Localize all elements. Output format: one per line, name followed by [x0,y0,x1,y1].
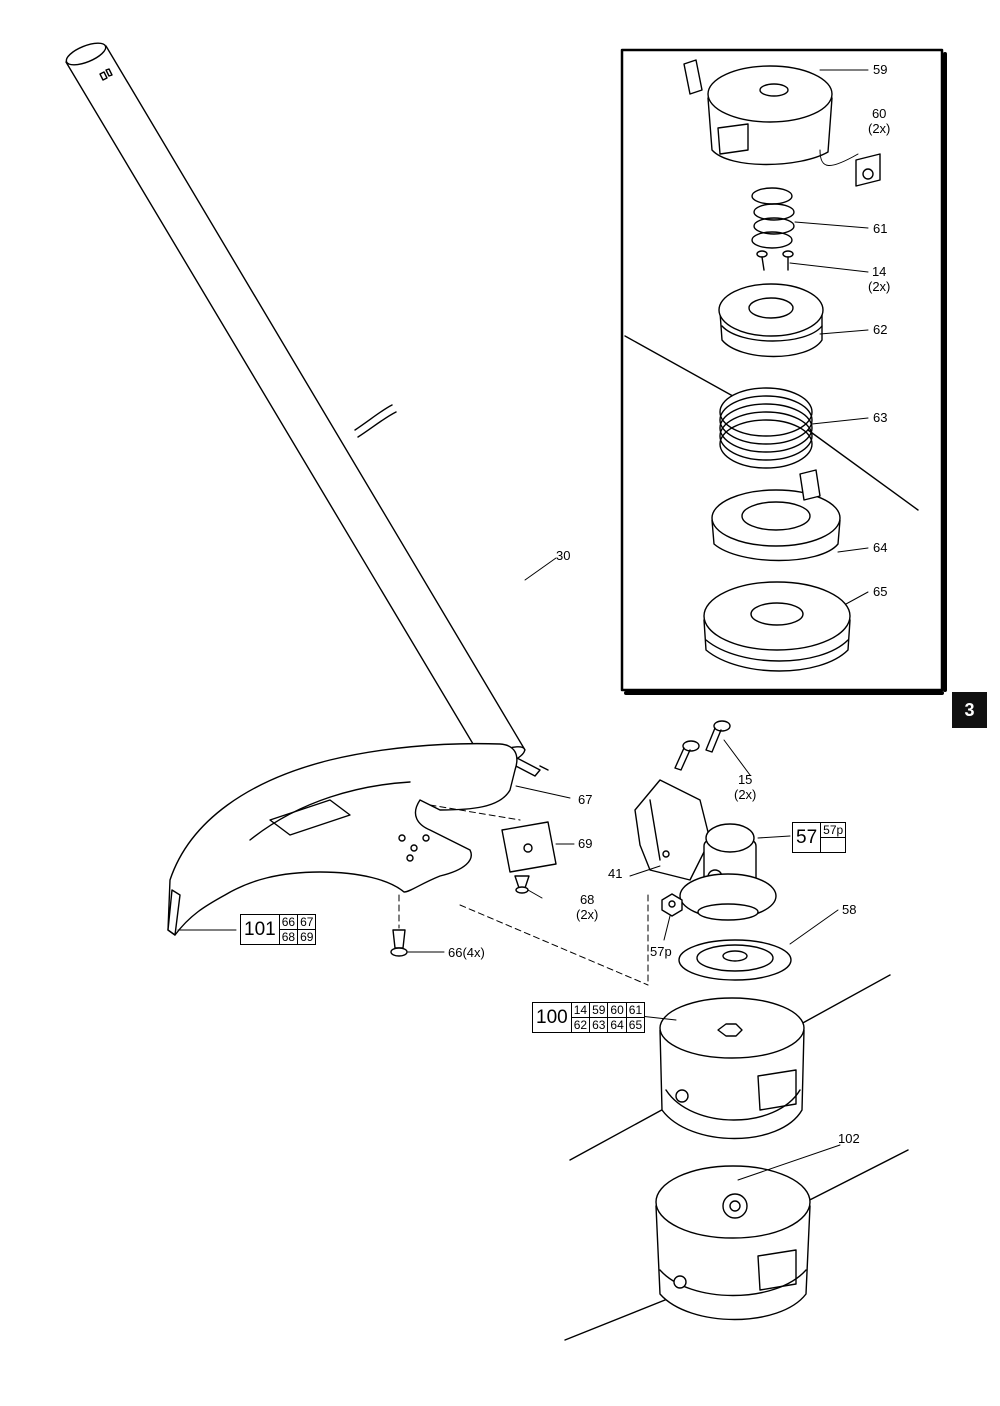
washer-plate-58-icon [678,939,792,981]
trimmer-guard-icon [167,742,518,936]
trimmer-head-100-icon [569,974,891,1161]
trimmer-head-102-icon [564,1149,909,1341]
kit-part: 68 [279,929,298,944]
callout-69: 69 [578,836,593,851]
kit-number: 100 [533,1003,572,1032]
callout-64: 64 [873,540,888,555]
kit-part: 65 [625,1017,645,1032]
kit-number: 101 [241,915,280,944]
screw-68-icon [514,875,530,894]
callout-68: 68(2x) [576,892,599,922]
trimmer-line-63-icon [624,335,919,511]
kit-part: 59 [589,1003,607,1017]
kit-part: 66 [281,915,296,929]
screw-14-icon [756,250,794,271]
assembly-dashed-lines [398,804,649,986]
callout-65: 65 [873,584,888,599]
kit-box-100: 100 14 59 60 61 62 63 64 65 [532,1002,646,1033]
nut-57p-icon [661,893,683,917]
kit-box-101: 101 66 67 68 69 [240,914,317,945]
kit-part: 63 [589,1017,608,1032]
callout-15: 15(2x) [734,772,757,802]
spool-cap-59-icon [683,59,881,187]
callout-41: 41 [608,866,623,881]
callout-66: 66(4x) [448,945,485,960]
kit-number: 57 [793,823,822,852]
drive-shaft-icon [65,42,549,777]
spool-62-icon [718,283,824,358]
page-section-tab: 3 [952,692,987,728]
callout-58: 58 [842,902,857,917]
bracket-69-icon [501,821,557,873]
spring-61-icon [751,187,795,249]
callout-59: 59 [873,62,888,77]
kit-part: 64 [607,1017,626,1032]
callout-102: 102 [838,1131,860,1146]
kit-part: 57p [823,823,844,837]
kit-part: 60 [607,1003,625,1017]
callout-61: 61 [873,221,888,236]
callout-63: 63 [873,410,888,425]
gearbox-housing-icon [634,779,777,921]
screw-66-icon [390,929,408,957]
leader-lines [177,69,869,1181]
base-65-icon [703,581,851,672]
kit-part: 61 [625,1003,644,1017]
kit-part: 62 [571,1017,590,1032]
kit-part: 67 [297,915,315,929]
kit-part: 69 [297,929,316,944]
callout-57p: 57p [650,944,672,959]
callout-60: 60(2x) [868,106,891,136]
retainer-64-icon [711,469,841,562]
callout-67: 67 [578,792,593,807]
callout-14: 14(2x) [868,264,891,294]
kit-part: 14 [573,1003,588,1017]
kit-part-empty [821,837,846,852]
callout-62: 62 [873,322,888,337]
kit-box-57: 57 57p [792,822,847,853]
callout-30: 30 [556,548,571,563]
screw-15-icon [674,720,731,771]
